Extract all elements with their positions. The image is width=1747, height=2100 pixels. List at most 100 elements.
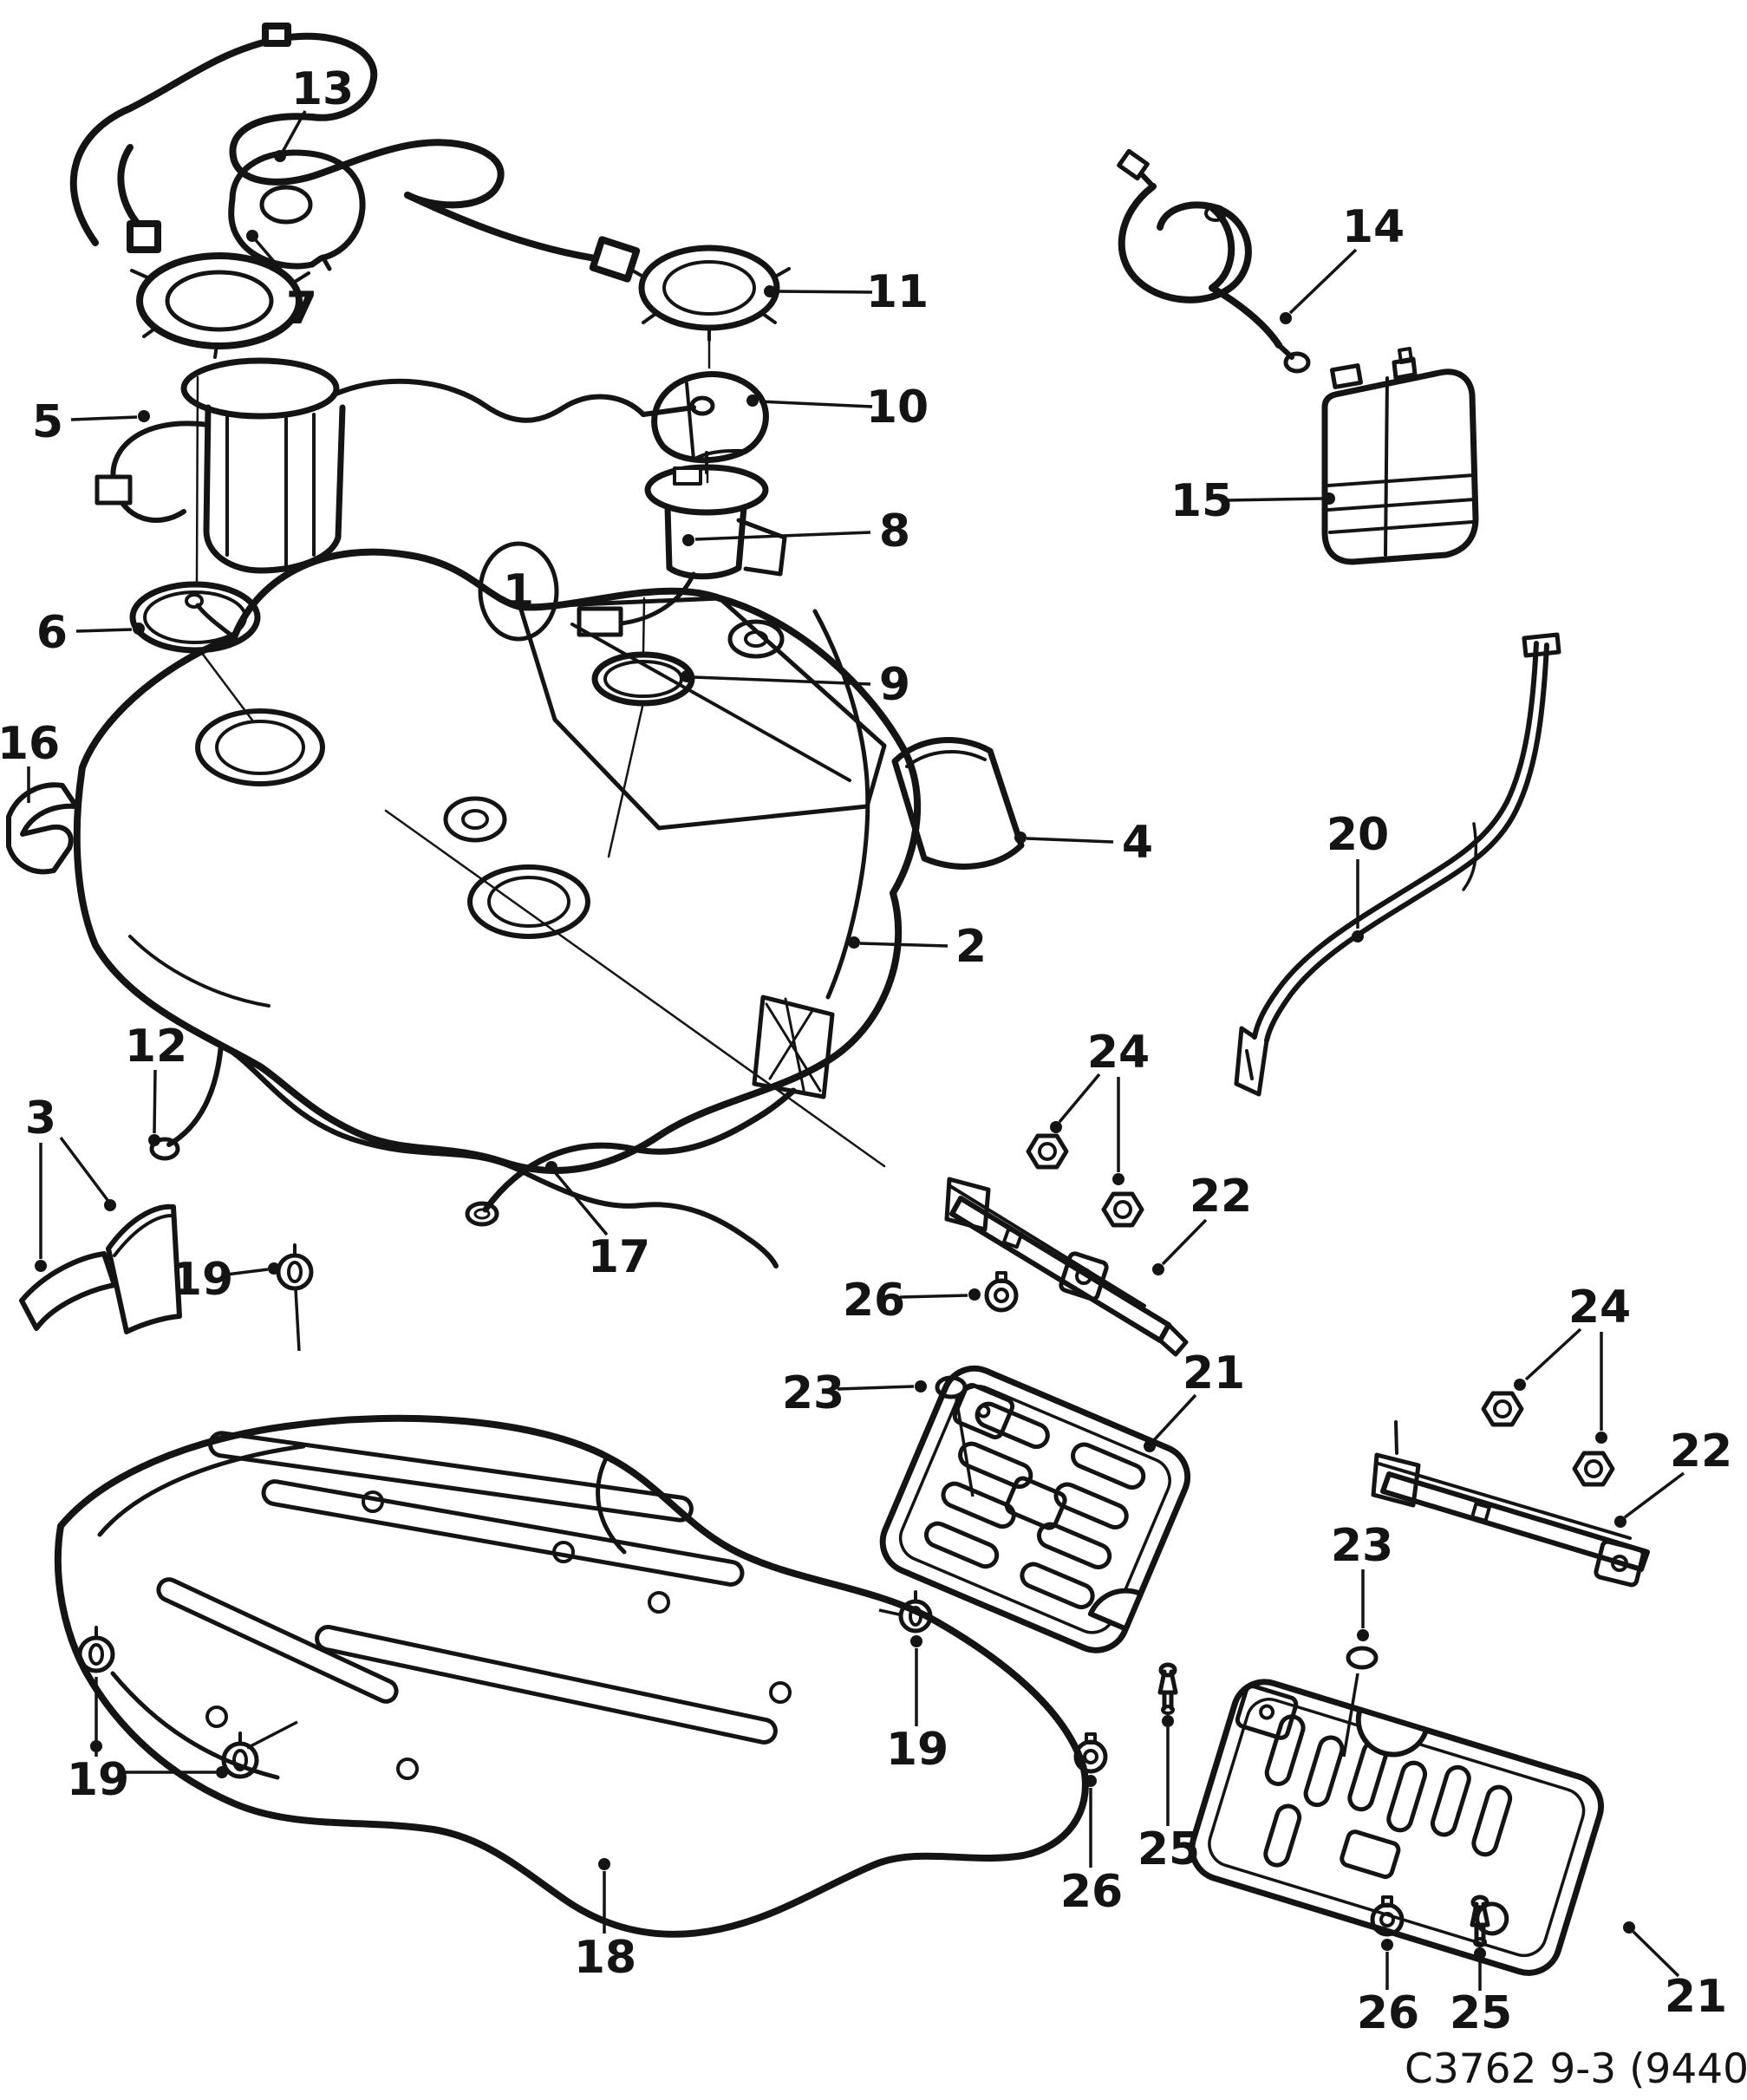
leader-line-23: [1342, 1673, 1359, 1758]
anti-squeak-pads-illustration: [19, 1203, 182, 1334]
leader-line-15: [1225, 497, 1323, 502]
leader-dot-2: [848, 936, 860, 949]
tank-strap-illustration: [1234, 632, 1561, 1097]
leader-dot-18: [598, 1858, 610, 1870]
callout-label-19-18: 19: [171, 1254, 233, 1306]
pump-cover-illustration: [228, 149, 366, 271]
callout-label-25-30: 25: [1138, 1823, 1200, 1875]
filler-cap-illustration: [651, 371, 769, 464]
clip-icons: [984, 1271, 1405, 1937]
leader-dot-12: [148, 1134, 160, 1146]
leader-line-10: [759, 400, 873, 408]
leader-line-21: [1632, 1930, 1680, 1978]
leader-dot-10: [746, 395, 759, 407]
leader-dot-7: [246, 230, 258, 242]
leader-line-7: [254, 238, 298, 290]
leader-dot-19: [910, 1635, 922, 1647]
crossmember-right-illustration: [1371, 1420, 1650, 1588]
level-sender-illustration: [577, 451, 787, 637]
callout-label-26-34: 26: [1357, 1987, 1419, 2039]
callout-label-8-7: 8: [879, 505, 910, 558]
callout-label-10-9: 10: [866, 382, 929, 434]
leader-line-3: [59, 1136, 109, 1202]
leader-dot-22: [1614, 1516, 1626, 1528]
callout-label-22-25: 22: [1670, 1425, 1732, 1477]
o-ring-icons: [935, 1375, 1379, 1670]
callout-circle-1: [478, 541, 559, 642]
leader-dot-6: [133, 623, 145, 635]
leader-dot-11: [764, 285, 776, 297]
leader-line-19: [225, 1268, 269, 1276]
callout-label-24-29: 24: [1568, 1282, 1631, 1334]
leader-dot-3: [104, 1199, 116, 1211]
leader-line-23: [955, 1398, 975, 1497]
leader-line-13: [281, 110, 307, 153]
leader-dot-26: [968, 1288, 981, 1301]
leader-line-12: [153, 1069, 157, 1134]
leader-line-24: [1058, 1073, 1101, 1124]
fuel-pipes-illustration: [149, 1042, 797, 1268]
callout-label-21-23: 21: [1665, 1971, 1727, 2023]
leader-dot-23: [1357, 1629, 1369, 1641]
leader-line-26: [899, 1294, 968, 1299]
leader-dot-21: [1623, 1921, 1635, 1934]
callout-label-3-2: 3: [25, 1092, 56, 1145]
leader-dot-15: [1323, 492, 1335, 505]
leader-dot-17: [545, 1161, 557, 1173]
skid-plate-right-illustration: [1189, 1679, 1605, 1976]
leader-line-22: [1623, 1471, 1685, 1519]
leader-dot-25: [1474, 1947, 1486, 1960]
callout-label-5-4: 5: [32, 396, 63, 448]
crossmember-left-illustration: [944, 1177, 1189, 1357]
leader-dot-24: [1595, 1432, 1607, 1444]
leader-line-4: [1026, 837, 1114, 844]
callout-label-15-14: 15: [1170, 475, 1233, 527]
callout-label-9-8: 9: [879, 659, 910, 711]
leader-dot-23: [915, 1380, 927, 1392]
callout-label-25-31: 25: [1450, 1987, 1512, 2039]
leader-dot-3: [35, 1260, 47, 1272]
callout-label-19-20: 19: [886, 1724, 948, 1776]
leader-line-2: [859, 942, 948, 948]
assembly-axis-lines: [195, 328, 886, 1168]
callout-label-16-15: 16: [0, 718, 60, 770]
callout-label-4-3: 4: [1122, 817, 1153, 869]
leader-line-19: [246, 1720, 298, 1750]
leader-line-21: [1151, 1393, 1197, 1443]
callout-label-19-19: 19: [67, 1754, 129, 1806]
leader-line-22: [1161, 1218, 1208, 1266]
leader-line-19: [878, 1608, 900, 1616]
leader-dot-5: [138, 410, 150, 422]
nut-icons: [1026, 1133, 1615, 1487]
callout-label-18-17: 18: [574, 1932, 636, 1984]
leader-dot-20: [1352, 930, 1364, 942]
leader-dot-26: [1381, 1939, 1393, 1951]
charcoal-canister-illustration: [1321, 347, 1479, 565]
leader-line-5: [70, 415, 138, 421]
leader-line-6: [75, 628, 133, 633]
leader-dot-14: [1280, 312, 1292, 324]
callout-label-7-6: 7: [286, 283, 317, 335]
callout-label-6-5: 6: [36, 607, 68, 659]
callout-label-17-16: 17: [588, 1231, 650, 1283]
callouts-layer: 1234567891011121314151617181919192021212…: [0, 63, 1732, 2039]
callout-label-24-28: 24: [1087, 1027, 1150, 1079]
leader-line-19: [294, 1288, 301, 1352]
leader-dot-9: [681, 670, 693, 682]
leader-dot-19: [268, 1262, 280, 1275]
callout-label-21-22: 21: [1183, 1347, 1245, 1399]
callout-label-26-33: 26: [1060, 1866, 1123, 1918]
leader-line-9: [693, 675, 871, 686]
fuel-tank-illustration: [73, 548, 922, 1174]
leader-dot-19: [90, 1740, 102, 1752]
upper-lock-ring-illustration: [130, 252, 310, 359]
skid-plate-left-illustration: [879, 1365, 1191, 1653]
callout-label-13-12: 13: [291, 63, 354, 115]
leader-dot-24: [1112, 1173, 1124, 1185]
side-bracket-illustration: [6, 782, 79, 875]
leader-dot-21: [1144, 1440, 1156, 1452]
fuel-pump-module-illustration: [95, 357, 715, 574]
figure-caption: C3762 9-3 (9440): [1405, 2045, 1747, 2093]
leader-dot-26: [1085, 1775, 1097, 1787]
